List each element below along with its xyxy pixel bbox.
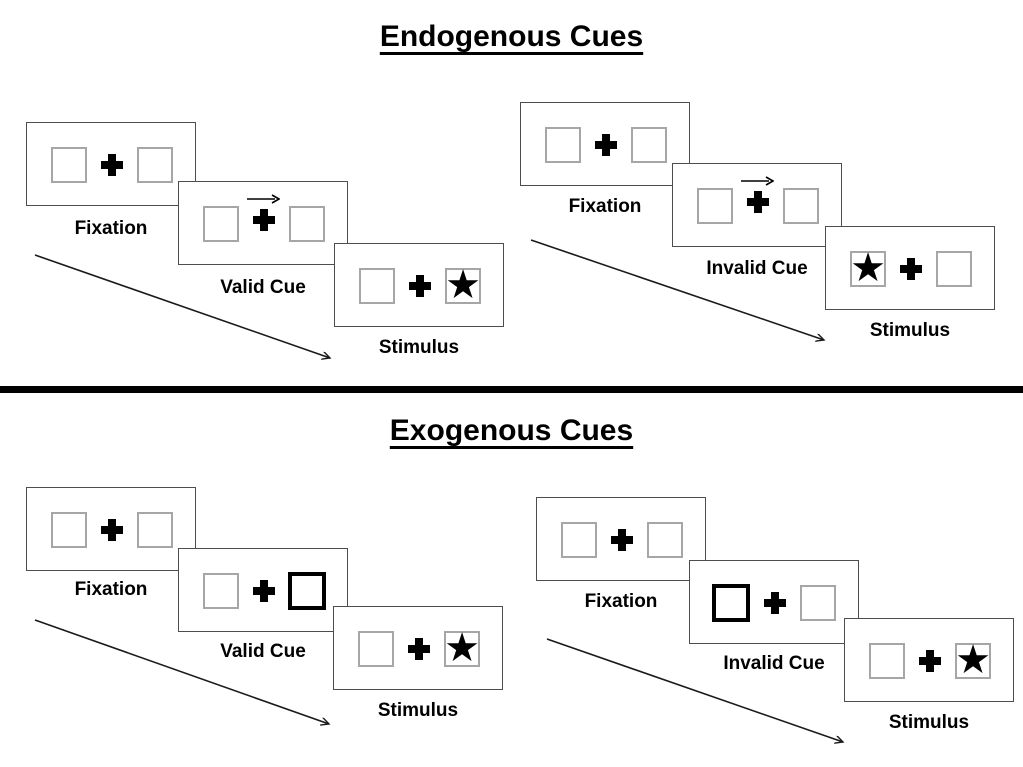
cue-arrow-icon — [741, 176, 774, 186]
left-placeholder-box — [51, 512, 87, 548]
exogenous-section-title: Exogenous Cues — [389, 414, 634, 447]
timeline-arrow — [34, 619, 329, 724]
fixation-cross-icon — [101, 154, 123, 176]
exogenous-valid-fixation-panel — [26, 487, 196, 571]
exogenous-invalid-stimulus-panel: ★ — [844, 618, 1014, 702]
highlighted-cue-box — [288, 572, 326, 610]
right-placeholder-box — [289, 206, 325, 242]
left-placeholder-box — [545, 127, 581, 163]
panel-label: Valid Cue — [220, 641, 306, 662]
right-placeholder-box: ★ — [955, 637, 991, 683]
panel-label: Fixation — [74, 218, 148, 239]
fixation-cross-icon — [101, 519, 123, 541]
panel-label: Invalid Cue — [706, 258, 808, 279]
endogenous-valid-cue-panel — [178, 181, 348, 265]
right-placeholder-box — [137, 147, 173, 183]
timeline-arrow — [530, 239, 824, 340]
panel-label: Stimulus — [377, 700, 459, 721]
star-icon: ★ — [444, 625, 480, 671]
right-placeholder-box: ★ — [444, 625, 480, 671]
endogenous-valid-fixation-panel — [26, 122, 196, 206]
left-placeholder-box — [359, 268, 395, 304]
right-placeholder-box — [137, 512, 173, 548]
left-placeholder-box — [869, 643, 905, 679]
panel-label: Fixation — [584, 591, 658, 612]
left-placeholder-box — [561, 522, 597, 558]
fixation-cross-icon — [409, 275, 431, 297]
panel-label: Stimulus — [378, 337, 460, 358]
fixation-cross-icon — [253, 209, 275, 231]
fixation-cross-icon — [919, 650, 941, 672]
star-icon: ★ — [850, 245, 886, 291]
panel-label: Invalid Cue — [723, 653, 825, 674]
fixation-cross-icon — [595, 134, 617, 156]
right-placeholder-box — [783, 188, 819, 224]
right-placeholder-box — [800, 585, 836, 621]
exogenous-valid-stimulus-panel: ★ — [333, 606, 503, 690]
panel-label: Fixation — [74, 579, 148, 600]
panel-label: Stimulus — [888, 712, 970, 733]
panel-label: Stimulus — [869, 320, 951, 341]
endogenous-valid-stimulus-panel: ★ — [334, 243, 504, 327]
exogenous-invalid-cue-panel — [689, 560, 859, 644]
fixation-cross-icon — [408, 638, 430, 660]
endogenous-invalid-stimulus-panel: ★ — [825, 226, 995, 310]
left-placeholder-box: ★ — [850, 245, 886, 291]
left-placeholder-box — [358, 631, 394, 667]
star-icon: ★ — [955, 637, 991, 683]
panel-label: Fixation — [568, 196, 642, 217]
fixation-cross-icon — [747, 191, 769, 213]
highlighted-cue-box — [712, 584, 750, 622]
right-placeholder-box — [647, 522, 683, 558]
left-placeholder-box — [203, 573, 239, 609]
fixation-cross-icon — [764, 592, 786, 614]
exogenous-valid-cue-panel — [178, 548, 348, 632]
right-placeholder-box: ★ — [445, 262, 481, 308]
exogenous-invalid-fixation-panel — [536, 497, 706, 581]
left-placeholder-box — [203, 206, 239, 242]
right-placeholder-box — [631, 127, 667, 163]
section-divider — [0, 386, 1023, 393]
fixation-cross-icon — [253, 580, 275, 602]
endogenous-invalid-cue-panel — [672, 163, 842, 247]
fixation-cross-icon — [611, 529, 633, 551]
star-icon: ★ — [445, 262, 481, 308]
cue-arrow-icon — [247, 194, 280, 204]
right-placeholder-box — [936, 251, 972, 287]
fixation-cross-icon — [900, 258, 922, 280]
endogenous-section-title: Endogenous Cues — [379, 20, 644, 53]
panel-label: Valid Cue — [220, 277, 306, 298]
endogenous-invalid-fixation-panel — [520, 102, 690, 186]
timeline-arrow — [34, 254, 330, 358]
left-placeholder-box — [51, 147, 87, 183]
left-placeholder-box — [697, 188, 733, 224]
